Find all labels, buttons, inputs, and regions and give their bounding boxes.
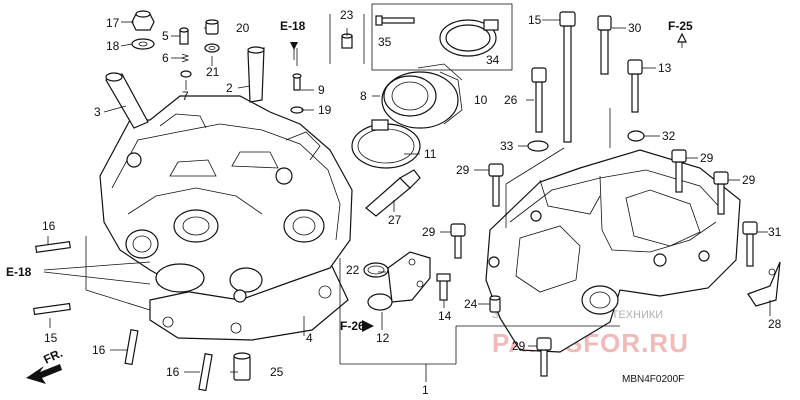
callout-20: 20	[236, 21, 250, 35]
callout-13: 13	[658, 61, 672, 75]
callout-32: 32	[662, 129, 676, 143]
callout-6: 6	[162, 51, 169, 65]
callout-17: 17	[106, 16, 120, 30]
f25-arrow	[677, 32, 687, 43]
callout-11: 11	[424, 147, 437, 161]
ref-f25: F-25	[668, 19, 693, 33]
clamp-bolt	[375, 15, 415, 26]
flange-bolt-29-e	[536, 337, 552, 377]
callout-labels: 17 18 5 6 7 20 21 2 3 9 19 23 35 34 8 11…	[42, 8, 782, 397]
band-clamp	[439, 19, 499, 57]
dowel-pin	[179, 27, 189, 45]
callout-34: 34	[486, 53, 500, 67]
flange-bolt-29-b	[671, 149, 687, 193]
cable-bracket	[747, 261, 781, 307]
callout-15-top: 15	[528, 13, 542, 27]
insulator	[381, 63, 463, 129]
valve-guide-intake	[105, 72, 149, 129]
cylinder-head-gasket	[149, 261, 349, 341]
cap-nut	[131, 10, 155, 31]
water-joint	[367, 251, 431, 311]
ref-e18-left: E-18	[6, 265, 32, 279]
callout-16-low: 16	[166, 365, 180, 379]
callout-18: 18	[106, 39, 120, 53]
cover-bolt-13	[627, 59, 643, 113]
callout-23: 23	[340, 8, 354, 22]
callout-4: 4	[306, 331, 313, 345]
flange-bolt-29-d	[450, 223, 466, 259]
f26-arrow	[362, 320, 374, 332]
front-arrow	[26, 364, 62, 384]
stud-bolt-vertical-1	[124, 329, 139, 366]
callout-5: 5	[162, 29, 169, 43]
small-washer	[180, 70, 192, 78]
callout-29-c: 29	[742, 173, 756, 187]
callout-26: 26	[504, 93, 518, 107]
diagram-code: MBN4F0200F	[622, 374, 684, 385]
cover-bolt-long	[559, 11, 576, 143]
callout-10: 10	[474, 93, 488, 107]
e18-arrow-down	[290, 42, 298, 50]
cylinder-head-cover	[485, 149, 741, 353]
dowel	[233, 352, 251, 381]
callout-29-a: 29	[456, 163, 470, 177]
callout-28: 28	[768, 317, 782, 331]
o-ring	[204, 43, 220, 53]
callout-14: 14	[438, 309, 452, 323]
callout-3: 3	[94, 105, 101, 119]
callout-30: 30	[628, 21, 642, 35]
stud-bolt-upper	[35, 240, 71, 254]
flange-bolt-29-c	[713, 171, 729, 215]
callout-8: 8	[360, 89, 367, 103]
callout-35: 35	[378, 35, 392, 49]
callout-7: 7	[182, 89, 189, 103]
screw	[292, 73, 302, 91]
ref-front: FR.	[41, 346, 64, 367]
callout-22: 22	[346, 263, 360, 277]
cylinder-head	[99, 95, 353, 303]
cover-dowel-pin	[489, 295, 501, 313]
bolt-washer	[627, 130, 645, 142]
ref-e18-top: E-18	[280, 19, 306, 33]
stud-bolt-lower-left	[33, 302, 71, 316]
callout-16-mid: 16	[92, 343, 106, 357]
flange-bolt-29-a	[488, 163, 504, 207]
callout-12: 12	[376, 331, 390, 345]
cover-bolt-30	[597, 15, 612, 75]
callout-31: 31	[768, 225, 782, 239]
spring-pin	[180, 53, 190, 63]
leader-lines	[43, 14, 771, 382]
callout-9: 9	[318, 83, 325, 97]
clamp-callout-box	[371, 3, 513, 71]
flange-bolt	[341, 33, 353, 49]
cover-bolt-31	[742, 221, 758, 267]
callout-16-upper: 16	[42, 219, 56, 233]
callout-29-d: 29	[422, 225, 436, 239]
callout-33: 33	[500, 139, 514, 153]
valve-seal	[205, 19, 219, 35]
valve-guide-exhaust	[247, 46, 265, 103]
callout-29-e: 29	[512, 339, 526, 353]
callout-15-left: 15	[44, 331, 58, 345]
callout-29-b: 29	[700, 151, 714, 165]
callout-27: 27	[388, 213, 402, 227]
insulator-band	[351, 119, 421, 169]
callout-2: 2	[226, 81, 233, 95]
callout-1: 1	[422, 383, 429, 397]
cover-washer	[527, 140, 549, 152]
callout-25: 25	[270, 365, 284, 379]
cover-bolt-26	[531, 67, 547, 133]
spark-plug	[365, 169, 421, 217]
callout-24: 24	[464, 297, 478, 311]
joint-bolt	[436, 273, 451, 301]
ref-f26: F-26	[340, 319, 365, 333]
stud-bolt-vertical-2	[198, 353, 213, 392]
washer	[131, 38, 155, 50]
callout-19: 19	[318, 103, 332, 117]
callout-21: 21	[206, 65, 220, 79]
